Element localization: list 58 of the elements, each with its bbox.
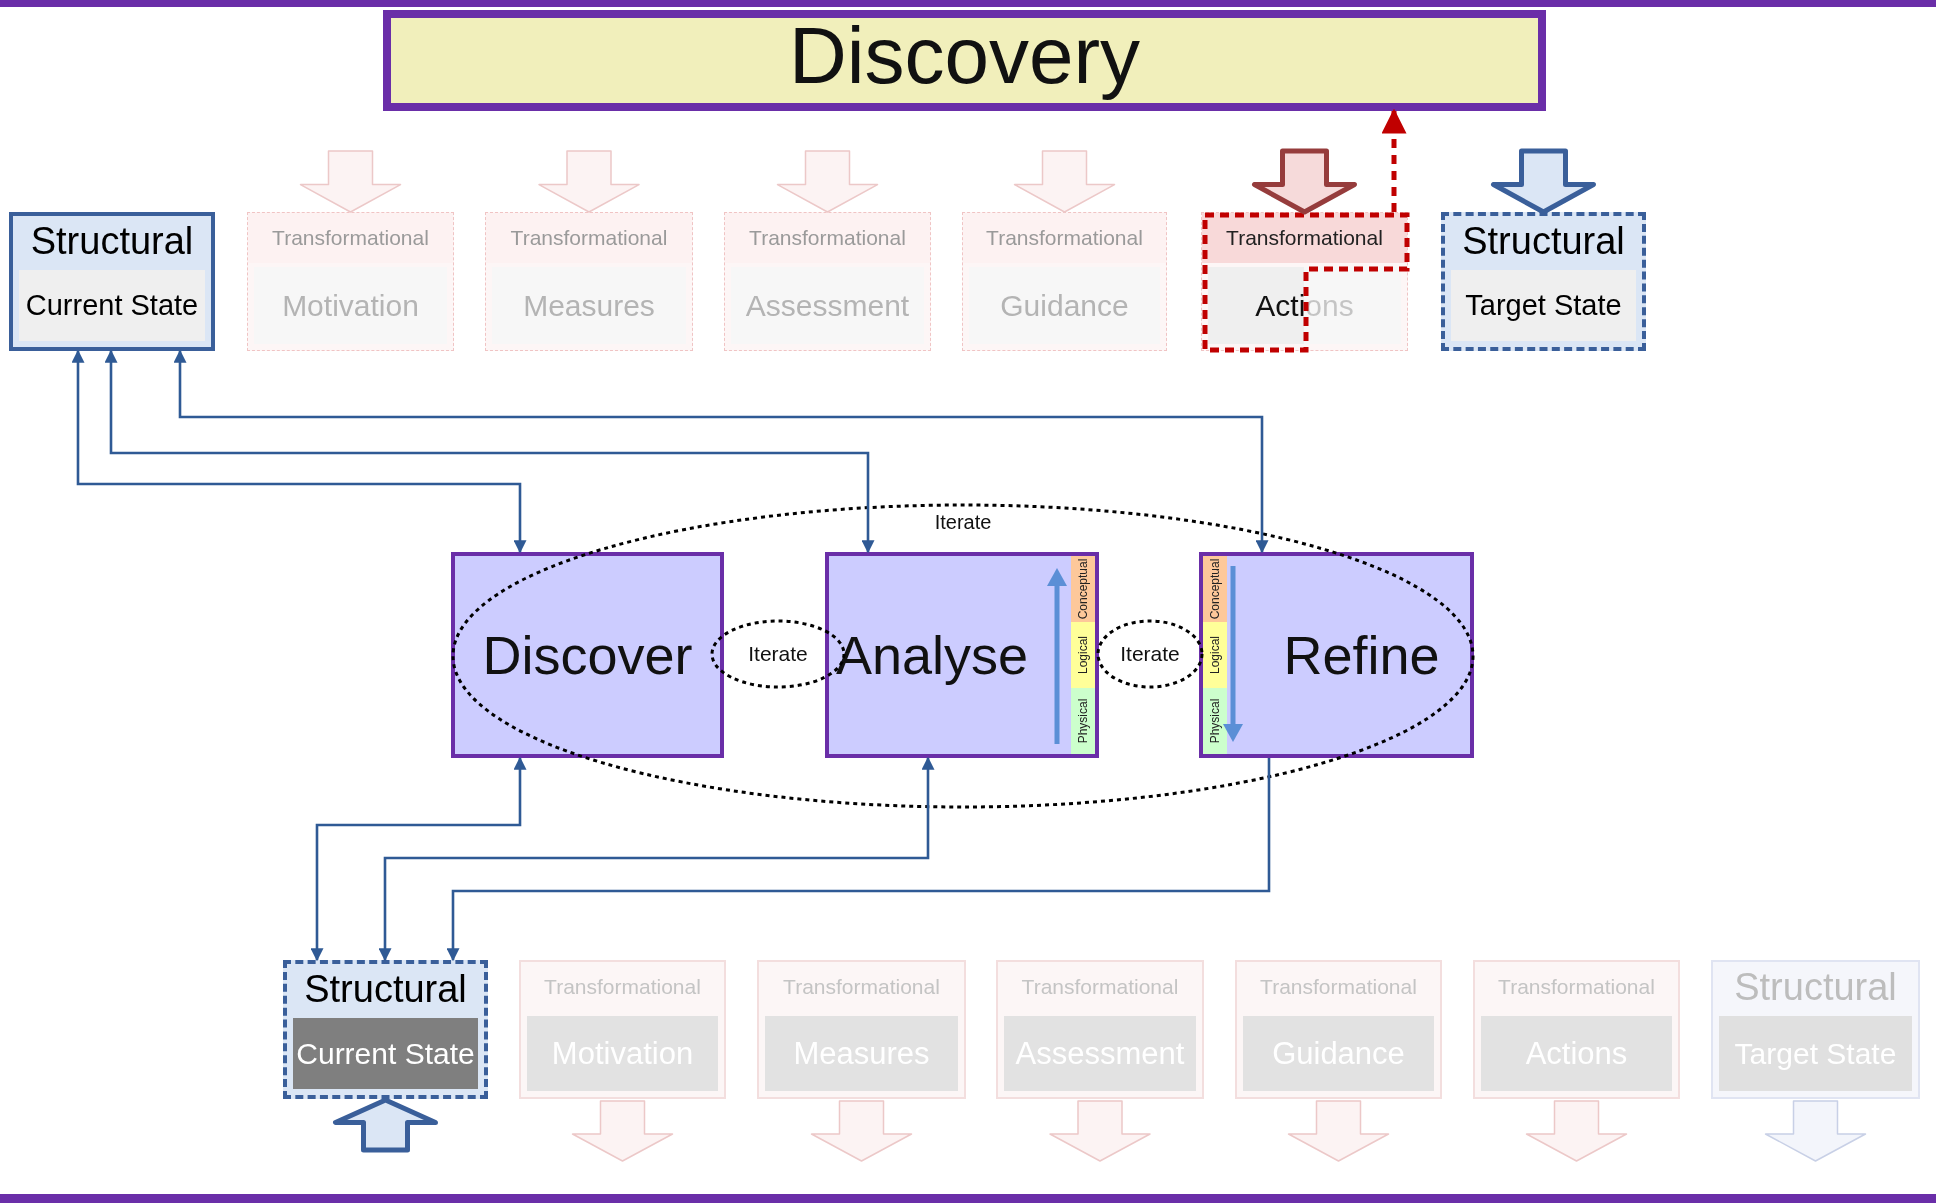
connector-arrow xyxy=(446,758,1271,962)
layer-band: Logical xyxy=(1071,622,1095,688)
connector-arrow xyxy=(173,349,1269,554)
state-card xyxy=(1711,960,1920,1099)
state-card xyxy=(485,212,693,351)
state-card xyxy=(1235,960,1442,1099)
block-arrow xyxy=(1491,148,1596,215)
layer-band: Physical xyxy=(1203,688,1227,754)
connector-arrow xyxy=(104,349,875,554)
block-arrow xyxy=(1013,150,1116,213)
block-arrow xyxy=(1252,148,1357,215)
iterate-ellipse xyxy=(451,503,1475,809)
card-body: Current State xyxy=(293,1018,478,1089)
connector-arrow xyxy=(378,756,935,962)
connector-arrow xyxy=(71,349,527,554)
card-body: Actions xyxy=(1208,267,1401,344)
process-label: Refine xyxy=(1283,624,1440,686)
card-heading: Transformational xyxy=(725,213,930,263)
ellipse-label: Iterate xyxy=(1120,642,1180,666)
block-arrow xyxy=(299,150,402,213)
card-body: Motivation xyxy=(254,267,447,344)
block-arrow xyxy=(776,150,879,213)
card-heading: Transformational xyxy=(248,213,453,263)
state-card xyxy=(9,212,215,351)
state-card xyxy=(519,960,726,1099)
iterate-ellipse xyxy=(1096,619,1204,689)
block-arrow xyxy=(538,150,640,213)
state-card xyxy=(757,960,966,1099)
card-body: Current State xyxy=(19,270,205,341)
connector-arrow xyxy=(310,756,527,962)
process-box xyxy=(451,552,724,758)
card-heading: Transformational xyxy=(963,213,1166,263)
layer-band: Conceptual xyxy=(1203,556,1227,622)
card-body: Measures xyxy=(492,267,686,344)
process-box xyxy=(1199,552,1474,758)
state-card xyxy=(996,960,1204,1099)
banner-label: Discovery xyxy=(788,9,1141,102)
state-card xyxy=(724,212,931,351)
layer-band: Physical xyxy=(1071,688,1095,754)
process-label: Analyse xyxy=(835,624,1029,686)
layer-band: Logical xyxy=(1203,622,1227,688)
process-box xyxy=(825,552,1099,758)
connector-arrow xyxy=(1381,108,1407,212)
title-bar xyxy=(383,10,1546,111)
ellipse-label: Iterate xyxy=(934,510,992,534)
ellipse-label: Iterate xyxy=(748,642,808,666)
card-body: Target State xyxy=(1451,270,1636,341)
state-card xyxy=(1441,212,1646,351)
process-label: Discover xyxy=(482,624,693,686)
state-card xyxy=(283,960,488,1099)
card-body: Assessment xyxy=(731,267,924,344)
state-card xyxy=(247,212,454,351)
state-card xyxy=(1473,960,1680,1099)
state-card xyxy=(962,212,1167,351)
card-body: Guidance xyxy=(969,267,1160,344)
card-heading: Transformational xyxy=(1202,213,1407,263)
layer-band: Conceptual xyxy=(1071,556,1095,622)
card-heading: Transformational xyxy=(486,213,692,263)
